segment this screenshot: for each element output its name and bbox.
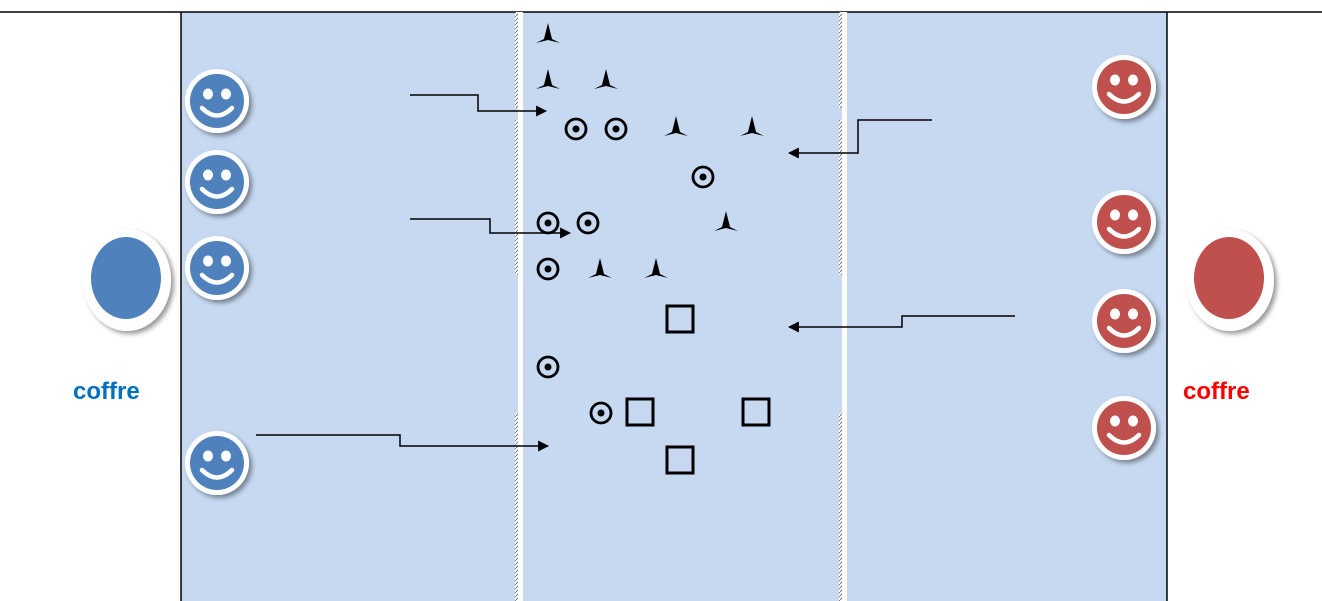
blue-chest bbox=[83, 229, 171, 331]
movement-arrow bbox=[787, 315, 1015, 333]
red-chest-label: coffre bbox=[1183, 378, 1250, 405]
red-player-smiley-icon bbox=[1092, 190, 1156, 254]
left-zone-divider bbox=[515, 12, 523, 601]
right-zone-divider bbox=[839, 12, 847, 601]
movement-arrow bbox=[410, 94, 548, 117]
movement-arrow bbox=[410, 218, 572, 239]
red-player-smiley-icon bbox=[1092, 396, 1156, 460]
movement-arrow bbox=[787, 119, 932, 159]
blue-player-smiley-icon bbox=[185, 236, 249, 300]
red-player-smiley-icon bbox=[1092, 55, 1156, 119]
blue-chest-label: coffre bbox=[73, 378, 140, 405]
blue-player-smiley-icon bbox=[185, 150, 249, 214]
blue-player-smiley-icon bbox=[185, 431, 249, 495]
movement-arrow bbox=[256, 434, 550, 452]
red-player-smiley-icon bbox=[1092, 289, 1156, 353]
red-chest bbox=[1186, 229, 1274, 331]
blue-player-smiley-icon bbox=[185, 69, 249, 133]
